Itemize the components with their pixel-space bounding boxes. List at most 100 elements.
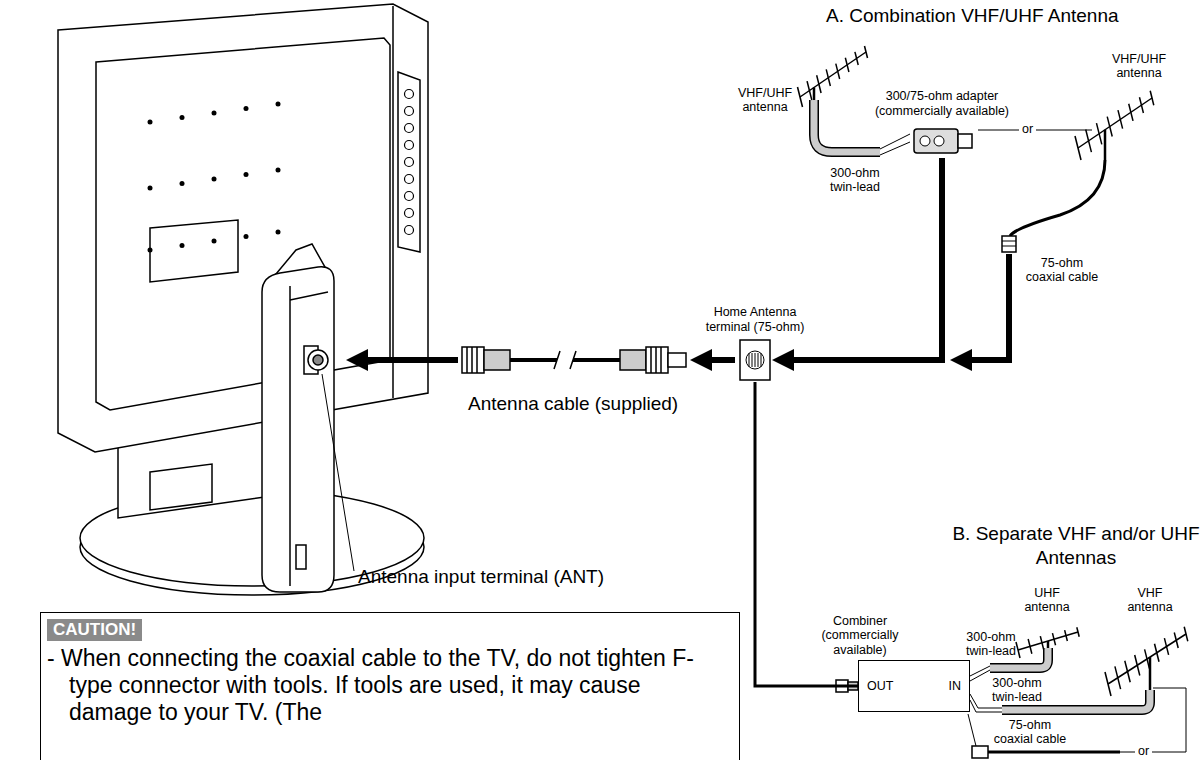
part-label: VHF antenna: [1122, 586, 1178, 615]
zoom-inset: [262, 267, 334, 592]
antenna-symbol: [798, 46, 1188, 696]
section-title: B. Separate VHF and/or UHF Antennas: [952, 522, 1200, 570]
zoom-inset: [313, 355, 323, 365]
adapter-outline: [914, 129, 958, 153]
tv-screws: [276, 102, 281, 107]
tv-screws: [212, 239, 217, 244]
caution-box: CAUTION! - When connecting the coaxial ca…: [40, 612, 740, 760]
cable-connector: [790, 158, 942, 360]
antenna-cable: [484, 350, 510, 370]
part-label: 300-ohm twin-lead: [964, 630, 1018, 659]
plate-outline: [758, 353, 759, 367]
antenna-symbol: [1018, 632, 1078, 650]
port-label: IN: [949, 679, 962, 693]
tv-screws: [148, 120, 153, 125]
caution-badge: CAUTION!: [47, 619, 142, 641]
part-label: VHF/UHF antenna: [736, 86, 794, 115]
section-title: A. Combination VHF/UHF Antenna: [826, 4, 1166, 28]
tv-back: [398, 72, 420, 252]
antenna-symbol: [855, 52, 858, 65]
leader-line: [322, 374, 354, 571]
antenna-symbol: [813, 87, 816, 100]
tv-screws: [405, 107, 414, 116]
antenna-symbol: [865, 46, 868, 58]
adapter-outline: [958, 134, 972, 148]
antenna-symbol: [1115, 666, 1121, 689]
antenna-symbol: [1104, 130, 1107, 160]
part-label: 75-ohm coaxial cable: [1022, 256, 1102, 285]
antenna-symbol: [1028, 639, 1032, 654]
antenna-cable: [668, 353, 686, 367]
tv-screws: [148, 90, 414, 253]
antenna-cable: [651, 347, 661, 373]
plate-outline: [752, 353, 753, 367]
zoom-inset: [262, 244, 334, 592]
antenna-symbol: [1086, 130, 1092, 153]
part-label: or: [1135, 744, 1152, 758]
direction-arrow: [346, 349, 368, 371]
coaxial-cable: [968, 714, 976, 746]
tv-screws: [180, 243, 185, 248]
antenna-symbol: [1065, 630, 1068, 641]
tv-screws: [148, 186, 153, 191]
twin-lead: [814, 100, 880, 152]
arrow-head: [772, 349, 794, 371]
tv-back: [58, 4, 428, 452]
connector-group: [772, 158, 942, 371]
plate-outline: [740, 340, 770, 380]
antenna-symbol: [807, 81, 812, 100]
direction-arrow: [366, 357, 458, 363]
tv-back: [96, 38, 390, 410]
antenna-symbol: [798, 87, 803, 107]
plate-outline: [761, 353, 762, 367]
antenna-symbol: [1155, 644, 1160, 662]
antenna-symbol: [836, 64, 840, 79]
part-label: UHF antenna: [1022, 586, 1072, 615]
part-label: 300-ohm twin-lead: [822, 166, 888, 195]
antenna-symbol: [1164, 638, 1168, 655]
antenna-symbol: [1096, 123, 1101, 144]
antenna-symbol: [1174, 632, 1178, 648]
antenna-symbol: [1105, 672, 1111, 696]
antenna-symbol: [1139, 97, 1143, 113]
antenna-symbol: [1108, 634, 1186, 684]
part-label: Combiner (commercially available): [814, 614, 906, 657]
leader-line: [322, 374, 354, 571]
antenna-symbol: [1145, 649, 1150, 668]
antenna-cable: [467, 347, 477, 373]
part-label: 300/75-ohm adapter (commercially availab…: [872, 89, 1012, 118]
caution-text: - When connecting the coaxial cable to t…: [47, 645, 729, 726]
tv-screws: [148, 248, 153, 253]
twin-lead: [970, 666, 990, 681]
tv-screws: [180, 115, 185, 120]
coaxial-cable: [1002, 241, 1016, 246]
tv-screws: [276, 168, 281, 173]
coaxial-cable: [1002, 236, 1016, 252]
twin-lead: [814, 100, 1150, 712]
tv-back: [150, 220, 238, 282]
section-title: Antenna cable (supplied): [468, 392, 708, 416]
tv-back: [392, 6, 394, 398]
zoom-inset: [308, 350, 328, 370]
antenna-cable: [510, 358, 620, 362]
plate-outline: [738, 338, 772, 382]
tv-screws: [212, 111, 217, 116]
antenna-symbol: [1016, 642, 1020, 658]
antenna-symbol: [1075, 136, 1081, 160]
antenna-symbol: [1118, 110, 1123, 129]
antenna-symbol: [1129, 104, 1133, 121]
antenna-symbol: [1107, 117, 1112, 137]
antenna-symbol: [845, 58, 849, 72]
tv-back: [58, 4, 428, 452]
antenna-terminal: Home Antenna terminal (75-ohm): [738, 338, 772, 382]
port-label: OUT: [867, 679, 893, 693]
antenna-cable: [554, 351, 576, 369]
tv-screws: [405, 226, 414, 235]
tv-screws: [405, 175, 414, 184]
tv-screws: [244, 234, 249, 239]
part-label: or: [1019, 122, 1036, 136]
adapter-symbol: 300/75-ohm adapter (commercially availab…: [910, 122, 974, 158]
coaxial-cable: [1010, 160, 1105, 236]
tv-screws: [276, 230, 281, 235]
